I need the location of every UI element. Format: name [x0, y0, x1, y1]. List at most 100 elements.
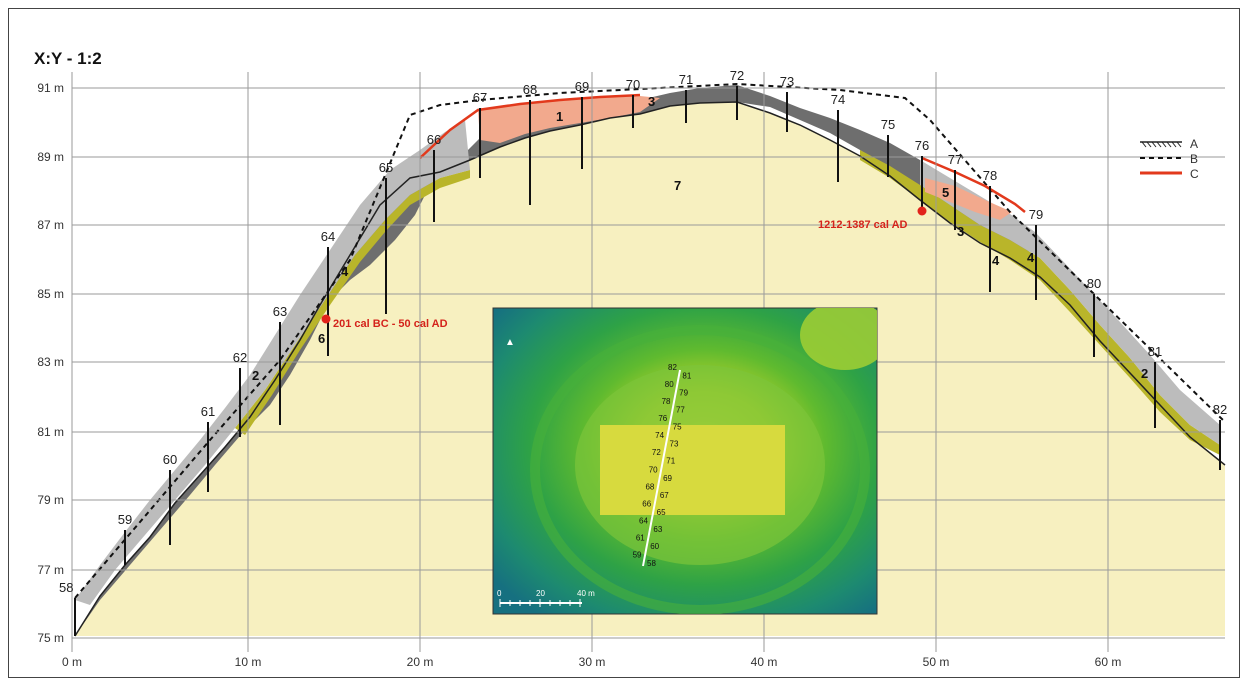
profile-number: 80 [1087, 276, 1101, 291]
layer-label: 2 [1141, 366, 1148, 381]
inset-transect-number: 72 [652, 448, 661, 457]
inset-transect-number: 58 [647, 559, 656, 568]
inset-transect-number: 75 [673, 423, 682, 432]
inset-transect-number: 65 [657, 508, 666, 517]
inset-transect-number: 80 [665, 380, 674, 389]
inset-transect-numbers: 82 81 80 79 78 77 76 75 74 73 72 71 70 69 68 67 66 65 64 63… [633, 363, 692, 568]
inset-transect-number: 61 [636, 533, 645, 542]
inset-transect-number: 71 [666, 457, 675, 466]
profile-number: 71 [679, 72, 693, 87]
profile-number: 73 [780, 74, 794, 89]
profile-number: 60 [163, 452, 177, 467]
inset-transect-number: 59 [633, 550, 642, 559]
layer-label: 6 [318, 331, 325, 346]
inset-transect-number: 64 [639, 516, 648, 525]
reconstruction-line-b [74, 82, 1226, 599]
profile-number: 81 [1148, 344, 1162, 359]
inset-transect-line [642, 369, 681, 567]
profile-number: 79 [1029, 207, 1043, 222]
scale-title: X:Y - 1:2 [34, 49, 102, 68]
profile-number: 62 [233, 350, 247, 365]
layer-label: 7 [674, 178, 681, 193]
profile-number: 66 [427, 132, 441, 147]
inset-scale-label: 40 m [577, 589, 595, 598]
x-axis-tick-label: 0 m [62, 655, 82, 669]
y-axis: 91 m89 m87 m85 m83 m81 m79 m77 m75 m [37, 81, 64, 645]
legend-label-b: B [1190, 152, 1198, 166]
date-sample-dot [321, 314, 331, 324]
profile-number: 69 [575, 79, 589, 94]
inset-transect-number: 63 [653, 525, 662, 534]
inset-transect-number: 76 [658, 414, 667, 423]
layer-labels: 1 2 2 3 3 4 4 4 5 6 7 [252, 94, 1148, 383]
y-axis-tick-label: 79 m [37, 493, 64, 507]
profile-number: 67 [473, 90, 487, 105]
inset-transect-number: 82 [668, 363, 677, 372]
inset-summit [600, 425, 785, 515]
profile-number: 78 [983, 168, 997, 183]
y-axis-tick-label: 89 m [37, 150, 64, 164]
x-axis-tick-label: 20 m [407, 655, 434, 669]
inset-transect-number: 81 [682, 372, 691, 381]
layer-label: 4 [1027, 250, 1035, 265]
inset-transect-number: 78 [662, 397, 671, 406]
y-axis-tick-label: 85 m [37, 287, 64, 301]
inset-transect-number: 69 [663, 474, 672, 483]
profile-number: 77 [948, 152, 962, 167]
inset-transect-number: 79 [679, 389, 688, 398]
y-axis-tick-label: 83 m [37, 355, 64, 369]
profile-number: 70 [626, 77, 640, 92]
profile-number: 68 [523, 82, 537, 97]
y-axis-tick-label: 81 m [37, 425, 64, 439]
profile-number: 65 [379, 160, 393, 175]
layer-1-salmon [478, 96, 660, 143]
inset-map: ▲ 82 81 80 79 78 77 76 75 74 73 72 71 70 69 68 67 66 65 64… [492, 307, 878, 615]
date-sample-dot [917, 206, 927, 216]
y-axis-tick-label: 91 m [37, 81, 64, 95]
legend: A B C [1140, 137, 1199, 181]
inset-transect-number: 70 [649, 465, 658, 474]
profile-number: 72 [730, 68, 744, 83]
inset-transect-number: 74 [655, 431, 664, 440]
layer-2-light-east [920, 160, 1220, 445]
profile-number: 75 [881, 117, 895, 132]
layer-label: 3 [957, 224, 964, 239]
layer-label: 2 [252, 368, 259, 383]
layer-label: 1 [556, 109, 563, 124]
inset-transect-number: 77 [676, 406, 685, 415]
legend-hatch-a [1141, 141, 1182, 148]
inset-scale-label: 0 [497, 589, 502, 598]
legend-label-a: A [1190, 137, 1198, 151]
profile-number: 61 [201, 404, 215, 419]
inset-transect-number: 66 [642, 499, 651, 508]
profile-number: 82 [1213, 402, 1227, 417]
surface-line-c-west [419, 93, 641, 159]
inset-ridge [800, 308, 877, 370]
profile-number: 63 [273, 304, 287, 319]
profile-number: 76 [915, 138, 929, 153]
inset-transect-number: 60 [650, 542, 659, 551]
profile-number: 59 [118, 512, 132, 527]
inset-transect-number: 67 [660, 491, 669, 500]
x-axis-tick-label: 30 m [579, 655, 606, 669]
inset-transect-number: 68 [645, 482, 654, 491]
x-axis-tick-label: 10 m [235, 655, 262, 669]
date-label: 1212-1387 cal AD [818, 219, 908, 231]
x-axis-tick-label: 60 m [1095, 655, 1122, 669]
legend-label-c: C [1190, 167, 1199, 181]
y-axis-tick-label: 75 m [37, 631, 64, 645]
inset-transect-number: 73 [670, 440, 679, 449]
inset-contour [530, 325, 870, 614]
x-axis-tick-label: 50 m [923, 655, 950, 669]
north-arrow-icon: ▲ [505, 337, 515, 348]
inset-scale-label: 20 [536, 589, 545, 598]
layer-label: 4 [341, 264, 349, 279]
x-axis-tick-label: 40 m [751, 655, 778, 669]
x-axis: 0 m 10 m 20 m 30 m 40 m 50 m 60 m [62, 655, 1121, 669]
date-label: 201 cal BC - 50 cal AD [333, 318, 448, 330]
profile-number: 58 [59, 580, 73, 595]
y-axis-tick-label: 87 m [37, 218, 64, 232]
layer-4-olive-west [235, 170, 470, 435]
